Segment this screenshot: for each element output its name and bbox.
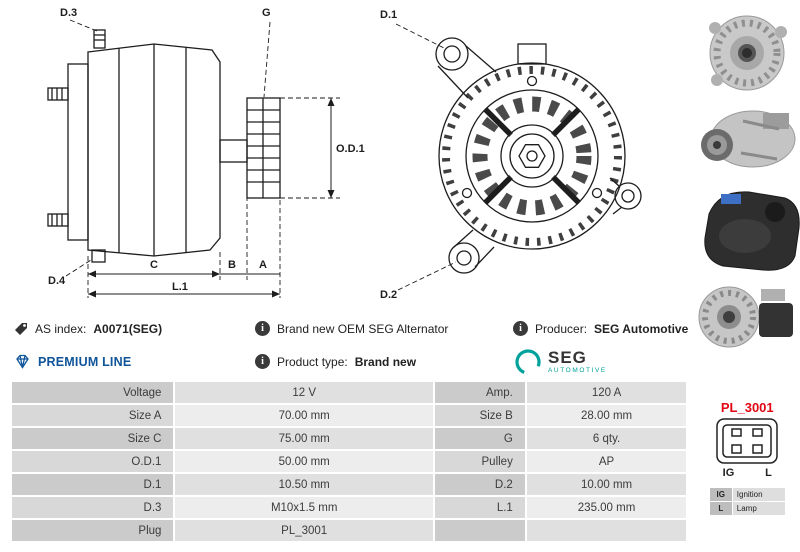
legend-key: IG [709, 488, 732, 501]
spec-value: 75.00 mm [175, 428, 433, 449]
plug-pin-labels: IG L [707, 467, 787, 479]
info-icon: i [255, 321, 270, 336]
seg-logo-icon [515, 348, 541, 375]
legend-row: L Lamp [709, 502, 785, 515]
legend-row: IG Ignition [709, 488, 785, 501]
spec-label: D.2 [434, 474, 525, 495]
tag-icon [15, 322, 27, 335]
product-type: i Product type: Brand new [255, 354, 513, 369]
diamond-icon [16, 354, 29, 369]
dim-label-d1: D.1 [380, 9, 397, 21]
product-type-value: Brand new [354, 354, 417, 369]
product-info-bar: AS index: A0071(SEG) i Brand new OEM SEG… [0, 312, 688, 378]
spec-label: Size A [12, 405, 174, 426]
table-row: Plug PL_3001 [12, 520, 687, 541]
premium-line-label: PREMIUM LINE [38, 354, 132, 369]
brand-new-text: Brand new OEM SEG Alternator [277, 321, 449, 336]
table-row: D.1 10.50 mm D.2 10.00 mm [12, 474, 687, 495]
info-icon: i [255, 354, 270, 369]
spec-value [526, 520, 687, 541]
dim-label-b: B [228, 259, 236, 271]
plug-connector-drawing [716, 418, 779, 464]
table-row: O.D.1 50.00 mm Pulley AP [12, 451, 687, 472]
spec-value: 50.00 mm [175, 451, 433, 472]
spec-label: O.D.1 [12, 451, 174, 472]
technical-drawings: D.3 G O.D.1 D.4 C B A L.1 [0, 0, 688, 312]
seg-automotive-logo: SEG AUTOMOTIVE [513, 347, 688, 377]
spec-label: D.3 [12, 497, 174, 518]
spec-label: D.1 [12, 474, 174, 495]
spec-value: 28.00 mm [526, 405, 687, 426]
plug-pin-l: L [765, 467, 772, 479]
info-icon: i [513, 321, 528, 336]
spec-value: 70.00 mm [175, 405, 433, 426]
spec-value: 6 qty. [526, 428, 687, 449]
spec-value: PL_3001 [175, 520, 433, 541]
spec-label: L.1 [434, 497, 525, 518]
side-view-drawing: D.3 G O.D.1 D.4 C B A L.1 [47, 7, 365, 298]
spec-value: 235.00 mm [526, 497, 687, 518]
table-row: Size A 70.00 mm Size B 28.00 mm [12, 405, 687, 426]
dim-label-d3: D.3 [60, 7, 77, 19]
as-index: AS index: A0071(SEG) [14, 322, 255, 336]
spec-value: 10.50 mm [175, 474, 433, 495]
as-index-label: AS index: [35, 321, 87, 336]
spec-label: Pulley [434, 451, 525, 472]
seg-logo-subtitle: AUTOMOTIVE [548, 366, 607, 374]
spec-label: Size C [12, 428, 174, 449]
dim-label-d4: D.4 [48, 275, 66, 287]
spec-value: 120 A [526, 382, 687, 403]
dim-label-d2: D.2 [380, 289, 397, 301]
product-photo-4[interactable] [688, 279, 800, 355]
product-type-label: Product type: [277, 354, 348, 369]
product-photo-3[interactable] [688, 182, 800, 274]
legend-value: Ignition [732, 488, 785, 501]
dim-label-a: A [259, 259, 267, 271]
spec-value: 12 V [175, 382, 433, 403]
spec-label [434, 520, 525, 541]
table-row: D.3 M10x1.5 mm L.1 235.00 mm [12, 497, 687, 518]
spec-label: Amp. [434, 382, 525, 403]
product-photo-1[interactable] [688, 10, 800, 96]
dim-label-g: G [262, 7, 271, 19]
dim-label-l1: L.1 [172, 281, 188, 293]
plug-legend: IG Ignition L Lamp [709, 487, 786, 516]
product-photo-2[interactable] [688, 101, 800, 177]
table-row: Voltage 12 V Amp. 120 A [12, 382, 687, 403]
legend-key: L [709, 502, 732, 515]
table-row: Size C 75.00 mm G 6 qty. [12, 428, 687, 449]
dim-label-od1: O.D.1 [336, 143, 365, 155]
brand-new-note: i Brand new OEM SEG Alternator [255, 321, 513, 336]
premium-line-badge: PREMIUM LINE [14, 354, 255, 369]
plug-pin-ig: IG [722, 467, 735, 479]
spec-value: 10.00 mm [526, 474, 687, 495]
right-column: PL_3001 IG L IG Ignition L [688, 0, 800, 552]
front-view-drawing: D.1 D.2 [380, 9, 642, 301]
as-index-value: A0071(SEG) [93, 321, 163, 336]
seg-logo-name: SEG [548, 347, 587, 367]
spec-value: M10x1.5 mm [175, 497, 433, 518]
producer-value: SEG Automotive [594, 321, 689, 336]
spec-value: AP [526, 451, 687, 472]
dim-label-c: C [150, 259, 158, 271]
main-column: D.3 G O.D.1 D.4 C B A L.1 [0, 0, 688, 543]
legend-value: Lamp [732, 502, 785, 515]
spec-label: Plug [12, 520, 174, 541]
producer-label: Producer: [535, 321, 588, 336]
spec-table: Voltage 12 V Amp. 120 A Size A 70.00 mm … [10, 380, 688, 543]
spec-label: Voltage [12, 382, 174, 403]
spec-label: Size B [434, 405, 525, 426]
spec-label: G [434, 428, 525, 449]
plug-code: PL_3001 [720, 400, 774, 415]
producer: i Producer: SEG Automotive [513, 321, 688, 336]
